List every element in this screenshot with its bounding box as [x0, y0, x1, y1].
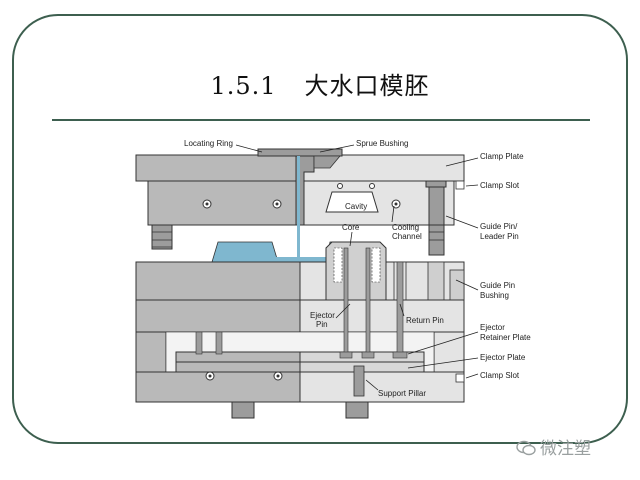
- label-guide-pin-2: Leader Pin: [480, 232, 519, 241]
- label-locating-ring: Locating Ring: [184, 139, 233, 148]
- label-core: Core: [342, 223, 360, 232]
- label-return-pin: Return Pin: [406, 316, 444, 325]
- label-clamp-slot-bottom: Clamp Slot: [480, 371, 520, 380]
- label-sprue-bushing: Sprue Bushing: [356, 139, 408, 148]
- label-cooling-2: Channel: [392, 232, 422, 241]
- bottom-stub-right: [345, 401, 369, 419]
- label-cavity: Cavity: [345, 202, 367, 211]
- title-divider: [52, 119, 590, 121]
- support-plate: [135, 299, 465, 333]
- runner: [272, 257, 300, 262]
- label-ejector-pin-1: Ejector: [310, 311, 335, 320]
- label-clamp-slot-top: Clamp Slot: [480, 181, 520, 190]
- label-ejector-plate: Ejector Plate: [480, 353, 526, 362]
- slide-title: 1.5.1 大水口模胚: [0, 66, 640, 101]
- return-pin: [396, 261, 404, 357]
- label-support-pillar: Support Pillar: [378, 389, 426, 398]
- support-pillar: [353, 365, 365, 397]
- wechat-icon: [516, 440, 536, 456]
- ejector-pins: [195, 247, 375, 359]
- leader-pin-left: [151, 224, 173, 250]
- guide-pin-right: [425, 180, 447, 256]
- molded-part-left: [211, 241, 279, 263]
- a-plate: [147, 180, 455, 226]
- label-guide-pin-bushing-2: Bushing: [480, 291, 509, 300]
- bottom-stub-left: [231, 401, 255, 419]
- label-ejector-retainer-1: Ejector: [480, 323, 505, 332]
- sprue-bushing: [295, 155, 341, 260]
- bottom-clamp-plate: [135, 371, 465, 403]
- label-guide-pin-1: Guide Pin/: [480, 222, 518, 231]
- label-cooling-1: Cooling: [392, 223, 419, 232]
- label-clamp-plate: Clamp Plate: [480, 152, 524, 161]
- label-ejector-pin-2: Pin: [316, 320, 328, 329]
- watermark: 微注塑: [540, 439, 591, 459]
- ejector-plates: [175, 351, 425, 373]
- label-ejector-retainer-2: Retainer Plate: [480, 333, 531, 342]
- title-text: 大水口模胚: [304, 72, 430, 100]
- title-number: 1.5.1: [210, 72, 277, 100]
- label-guide-pin-bushing-1: Guide Pin: [480, 281, 515, 290]
